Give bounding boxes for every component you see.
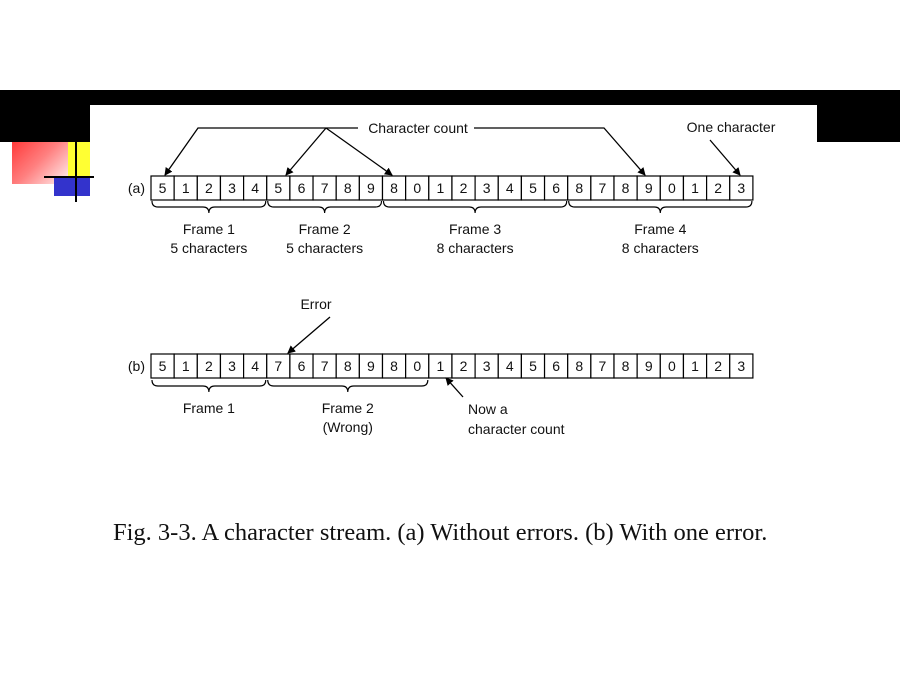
character-count-note-arrow [445,377,464,398]
character-count-note: Now a [468,401,508,417]
cell-value: 2 [714,180,722,196]
cell-value: 2 [714,358,722,374]
frame-count-label: 8 characters [622,240,699,256]
row-tag: (a) [128,180,145,196]
cell-value: 0 [668,180,676,196]
cell-value: 6 [298,358,306,374]
cell-value: 6 [552,180,560,196]
cell-value: 7 [599,180,607,196]
figure-caption: Fig. 3-3. A character stream. (a) Withou… [113,519,768,546]
frame-label: Frame 1 [183,400,235,416]
cell-value: 2 [205,180,213,196]
frame-brace [151,379,267,393]
row-tag: (b) [128,358,145,374]
cell-value: 1 [691,358,699,374]
cell-value: 9 [367,358,375,374]
character-count-arrow [474,127,646,176]
cell-value: 8 [622,358,630,374]
cell-value: 1 [436,358,444,374]
cell-box [729,353,754,379]
frame-label: Frame 2 [299,221,351,237]
cell-value: 9 [367,180,375,196]
character-count-note: character count [468,421,565,437]
frame-brace [267,379,429,393]
cell-value: 3 [483,358,491,374]
cell-value: 3 [228,180,236,196]
cell-value: 4 [506,180,514,196]
character-count-arrow [285,127,327,176]
frame-brace [568,200,753,214]
frame-count-label: 8 characters [437,240,514,256]
cell-value: 5 [159,358,167,374]
cell-value: 8 [390,358,398,374]
cell-value: 9 [645,358,653,374]
cell-value: 8 [390,180,398,196]
slide-decoration-yellow [68,142,90,178]
cell-value: 4 [506,358,514,374]
cell-value: 3 [228,358,236,374]
frame-count-label: 5 characters [286,240,363,256]
cell-value: 1 [691,180,699,196]
cell-value: 5 [274,180,282,196]
cell-value: 0 [413,358,421,374]
cell-value: 8 [575,358,583,374]
cell-value: 7 [599,358,607,374]
cell-value: 7 [321,180,329,196]
cell-value: 7 [274,358,282,374]
cell-value: 2 [460,358,468,374]
cell-value: 0 [668,358,676,374]
frame-count-label: (Wrong) [323,419,373,435]
character-count-arrow [164,127,358,176]
frame-count-label: 5 characters [170,240,247,256]
one-character-label: One character [687,119,776,135]
frame-brace [151,200,267,214]
cell-value: 5 [529,358,537,374]
cell-value: 8 [344,358,352,374]
frame-brace [267,200,383,214]
slide-decoration-line [75,140,77,202]
cell-value: 4 [251,180,259,196]
cell-value: 1 [182,180,190,196]
error-label: Error [300,296,331,312]
cell-value: 5 [159,180,167,196]
cell-box [729,175,754,201]
slide-decoration-blue [54,176,90,196]
frame-label: Frame 2 [322,400,374,416]
cell-value: 3 [737,358,745,374]
cell-value: 1 [436,180,444,196]
frame-brace [382,200,568,214]
character-count-label: Character count [368,120,468,136]
cell-value: 2 [460,180,468,196]
cell-value: 1 [182,358,190,374]
cell-value: 2 [205,358,213,374]
cell-value: 8 [344,180,352,196]
cell-value: 6 [298,180,306,196]
character-count-arrow [325,127,393,176]
cell-value: 8 [622,180,630,196]
cell-value: 5 [529,180,537,196]
cell-value: 6 [552,358,560,374]
error-arrow [287,316,331,354]
cell-value: 4 [251,358,259,374]
frame-label: Frame 1 [183,221,235,237]
frame-label: Frame 4 [634,221,686,237]
frame-label: Frame 3 [449,221,501,237]
figure-panel [90,105,817,505]
cell-value: 8 [575,180,583,196]
cell-value: 7 [321,358,329,374]
cell-value: 9 [645,180,653,196]
one-character-arrow [709,139,741,176]
slide-decoration-line [44,176,94,178]
cell-value: 3 [483,180,491,196]
cell-value: 0 [413,180,421,196]
cell-value: 3 [737,180,745,196]
